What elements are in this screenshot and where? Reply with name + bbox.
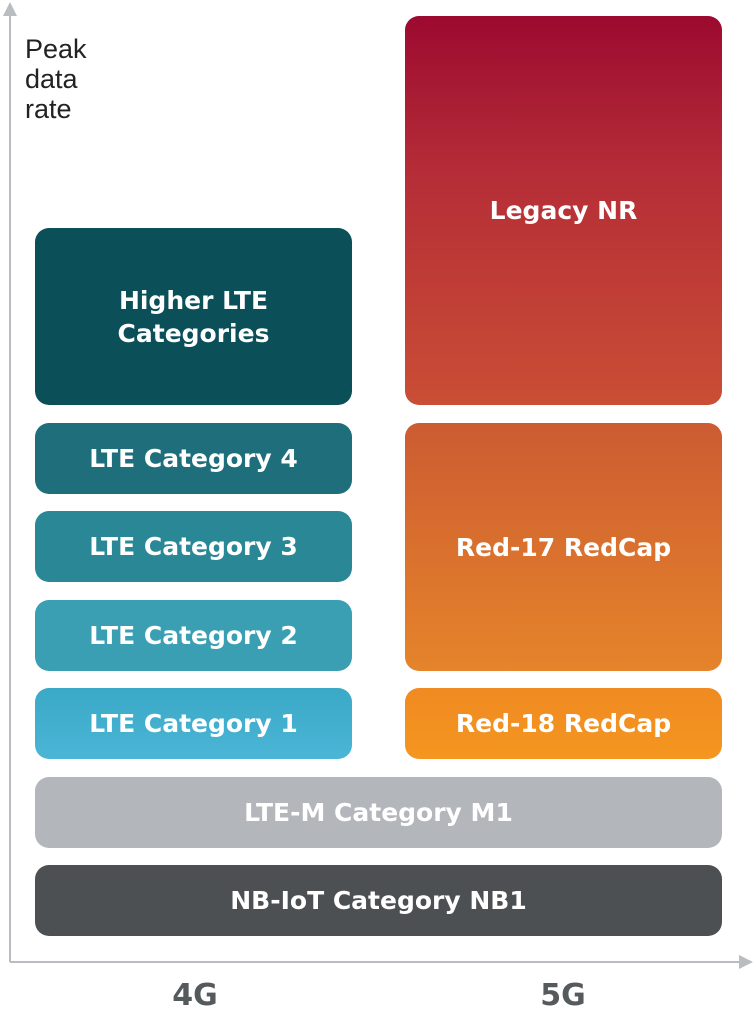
legacy-nr-block: Legacy NR bbox=[405, 16, 722, 405]
lte-category-3-block: LTE Category 3 bbox=[35, 511, 352, 582]
red-18-redcap-block: Red-18 RedCap bbox=[405, 688, 722, 759]
y-axis-arrowhead bbox=[3, 2, 17, 16]
lte-category-2-block: LTE Category 2 bbox=[35, 600, 352, 671]
y-axis-label-line-2: data bbox=[25, 64, 78, 94]
y-axis-label: Peak data rate bbox=[25, 34, 125, 124]
lte-category-4-block: LTE Category 4 bbox=[35, 423, 352, 494]
red-17-redcap-block: Red-17 RedCap bbox=[405, 423, 722, 671]
x-axis-arrowhead bbox=[739, 955, 753, 969]
lte-category-1-block: LTE Category 1 bbox=[35, 688, 352, 759]
higher-lte-categories-block: Higher LTE Categories bbox=[35, 228, 352, 405]
x-axis-label-5g: 5G bbox=[540, 978, 586, 1013]
y-axis-label-line-3: rate bbox=[25, 94, 72, 124]
lte-m-category-m1-block: LTE-M Category M1 bbox=[35, 777, 722, 848]
nb-iot-category-nb1-block: NB-IoT Category NB1 bbox=[35, 865, 722, 936]
y-axis-label-line-1: Peak bbox=[25, 34, 87, 64]
x-axis-label-4g: 4G bbox=[172, 978, 218, 1013]
